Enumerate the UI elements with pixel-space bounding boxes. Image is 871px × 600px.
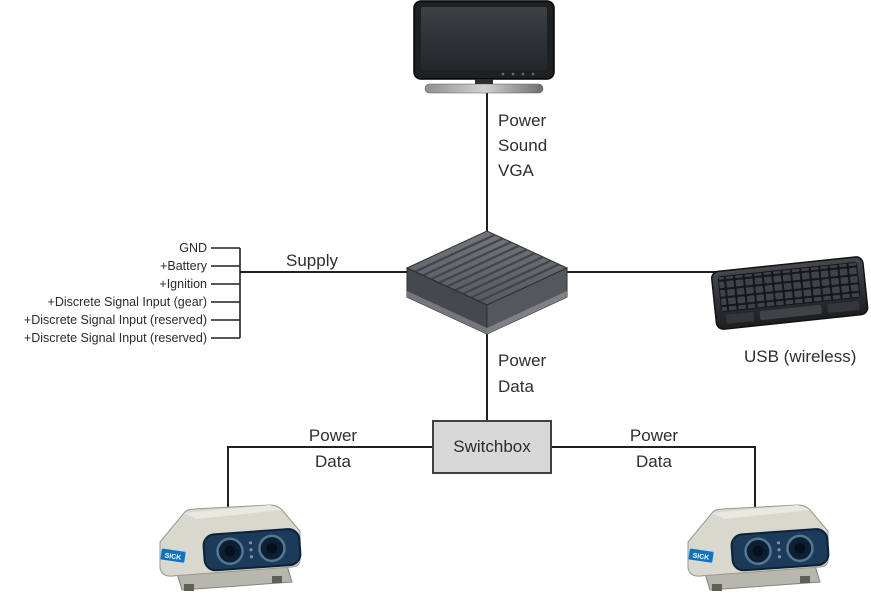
keyboard-right-key [827,301,860,313]
supply-input-discrete-reserved-1: +Discrete Signal Input (reserved) [23,313,207,327]
line-switchbox-to-left-camera [227,446,433,514]
keyboard-keys [718,262,860,312]
supply-input-list: GND +Battery +Ignition +Discrete Signal … [0,239,207,347]
camera-lens-right-inner [794,542,806,554]
camera-foot [184,584,194,591]
switchbox: Switchbox [432,420,552,474]
power-data-left-power: Power [308,426,358,445]
camera-brand-plate [160,548,186,563]
keyboard-spacebar [759,304,822,321]
monitor-connection-label: Power Sound VGA [498,108,547,183]
usb-label: USB (wireless) [744,347,857,366]
camera-foot [272,576,282,583]
power-data-center-label: Power Data [498,348,546,400]
power-data-right-label: Power Data [624,423,684,475]
supply-input-gnd: GND [179,241,207,255]
camera-right-image: SICK [687,504,830,591]
keyboard-left-key [725,312,755,324]
camera-brand-plate [688,548,714,563]
supply-input-battery: +Battery [160,259,207,273]
supply-bracket [211,247,241,339]
power-data-left-data: Data [315,452,351,471]
computer-base-band-left [407,291,487,334]
monitor-stand [424,83,544,94]
camera-brand-label: SICK [692,552,710,561]
supply-input-discrete-gear: +Discrete Signal Input (gear) [47,295,207,309]
monitor-connection-vga: VGA [498,161,534,180]
camera-leds [776,541,782,559]
computer-cooling-fins [414,233,560,303]
monitor-image [413,0,555,94]
monitor-buttons [501,72,535,76]
switchbox-label: Switchbox [453,437,531,456]
power-data-right-power: Power [629,426,679,445]
camera-top-highlight [712,505,810,519]
computer-base-band-right [487,291,567,334]
camera-foot [712,584,722,591]
camera-leds [248,541,254,559]
monitor-neck [475,79,493,85]
monitor-connection-power: Power [498,111,547,130]
camera-lens-right-inner [266,542,278,554]
supply-input-discrete-reserved-2: +Discrete Signal Input (reserved) [23,331,207,345]
computer-image [405,230,569,335]
keyboard-image [711,256,869,330]
camera-left-image: SICK [159,504,302,591]
monitor-connection-sound: Sound [498,136,548,155]
camera-brand-label: SICK [164,552,182,561]
camera-top-highlight [184,505,282,519]
supply-input-ignition: +Ignition [159,277,207,291]
camera-foot [800,576,810,583]
monitor-screen [421,7,547,70]
power-data-center-power: Power [498,351,547,370]
power-data-left-label: Power Data [303,423,363,475]
supply-label: Supply [286,251,338,270]
camera-lens-left-inner [752,545,764,557]
power-data-right-data: Data [636,452,672,471]
camera-lens-left-inner [224,545,236,557]
power-data-center-data: Data [498,377,534,396]
line-switchbox-to-right-camera [551,446,756,514]
